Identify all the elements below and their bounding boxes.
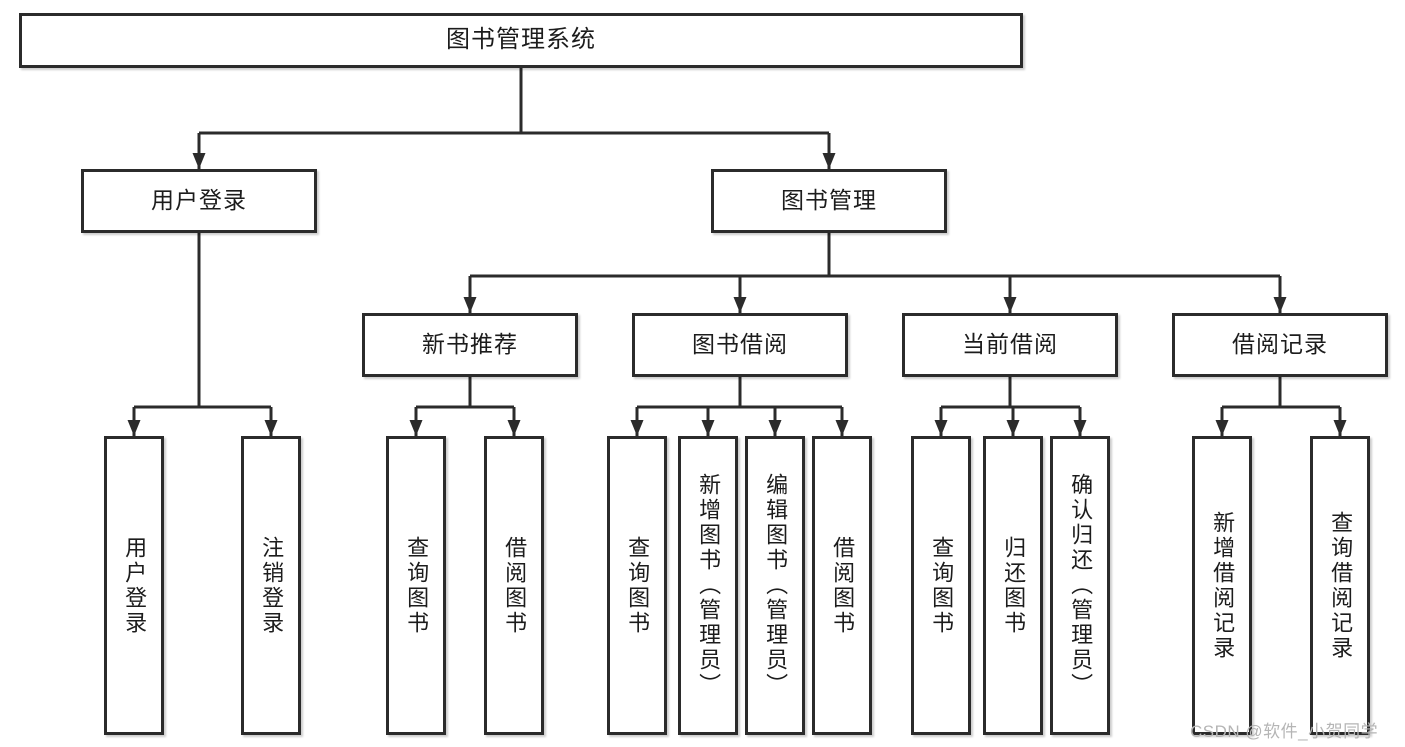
node-root[interactable]: 图书管理系统 — [19, 13, 1023, 68]
node-label: 用户登录 — [151, 187, 247, 214]
arrow-head-leaf5 — [630, 420, 644, 436]
arrow-head-leaf11 — [1073, 420, 1087, 436]
node-borrow[interactable]: 图书借阅 — [632, 313, 848, 377]
node-label: 借阅图书 — [830, 535, 856, 636]
node-leaf13[interactable]: 查询借阅记录 — [1310, 436, 1370, 735]
arrow-head-leaf2 — [264, 420, 278, 436]
arrow-head-leaf13 — [1333, 420, 1347, 436]
watermark: CSDN @软件_小贺同学 — [1190, 722, 1379, 741]
node-label: 当前借阅 — [962, 331, 1058, 358]
node-leaf8[interactable]: 借阅图书 — [812, 436, 872, 735]
node-records[interactable]: 借阅记录 — [1172, 313, 1388, 377]
node-leaf11[interactable]: 确认归还（管理员） — [1050, 436, 1110, 735]
node-label: 确认归还（管理员） — [1068, 473, 1094, 698]
node-login[interactable]: 用户登录 — [81, 169, 317, 233]
arrow-head-leaf1 — [127, 420, 141, 436]
node-label: 查询图书 — [404, 535, 430, 636]
node-label: 查询图书 — [625, 535, 651, 636]
node-label: 新增借阅记录 — [1210, 510, 1236, 661]
node-label: 查询图书 — [929, 535, 955, 636]
node-label: 借阅图书 — [502, 535, 528, 636]
node-leaf7[interactable]: 编辑图书（管理员） — [745, 436, 805, 735]
node-leaf10[interactable]: 归还图书 — [983, 436, 1043, 735]
arrow-head-leaf6 — [701, 420, 715, 436]
node-label: 注销登录 — [259, 535, 285, 636]
node-label: 编辑图书（管理员） — [763, 473, 789, 698]
arrow-head-leaf7 — [768, 420, 782, 436]
node-leaf5[interactable]: 查询图书 — [607, 436, 667, 735]
node-current[interactable]: 当前借阅 — [902, 313, 1118, 377]
arrow-head-leaf3 — [409, 420, 423, 436]
arrow-head-leaf9 — [934, 420, 948, 436]
node-leaf2[interactable]: 注销登录 — [241, 436, 301, 735]
arrow-head-bookmgmt — [822, 153, 836, 169]
node-label: 图书管理 — [781, 187, 877, 214]
node-newbook[interactable]: 新书推荐 — [362, 313, 578, 377]
arrow-head-login — [192, 153, 206, 169]
arrow-head-leaf4 — [507, 420, 521, 436]
arrow-head-borrow — [733, 297, 747, 313]
node-leaf12[interactable]: 新增借阅记录 — [1192, 436, 1252, 735]
node-leaf4[interactable]: 借阅图书 — [484, 436, 544, 735]
node-label: 新书推荐 — [422, 331, 518, 358]
arrow-head-newbook — [463, 297, 477, 313]
node-label: 查询借阅记录 — [1328, 510, 1354, 661]
arrow-head-leaf10 — [1006, 420, 1020, 436]
node-label: 用户登录 — [122, 535, 148, 636]
arrow-head-current — [1003, 297, 1017, 313]
node-label: 借阅记录 — [1232, 331, 1328, 358]
node-label: 图书借阅 — [692, 331, 788, 358]
arrow-head-leaf8 — [835, 420, 849, 436]
node-leaf6[interactable]: 新增图书（管理员） — [678, 436, 738, 735]
node-label: 新增图书（管理员） — [696, 473, 722, 698]
node-label: 图书管理系统 — [446, 26, 596, 54]
node-label: 归还图书 — [1001, 535, 1027, 636]
node-leaf1[interactable]: 用户登录 — [104, 436, 164, 735]
node-leaf9[interactable]: 查询图书 — [911, 436, 971, 735]
arrow-head-leaf12 — [1215, 420, 1229, 436]
node-leaf3[interactable]: 查询图书 — [386, 436, 446, 735]
arrow-head-records — [1273, 297, 1287, 313]
node-bookmgmt[interactable]: 图书管理 — [711, 169, 947, 233]
